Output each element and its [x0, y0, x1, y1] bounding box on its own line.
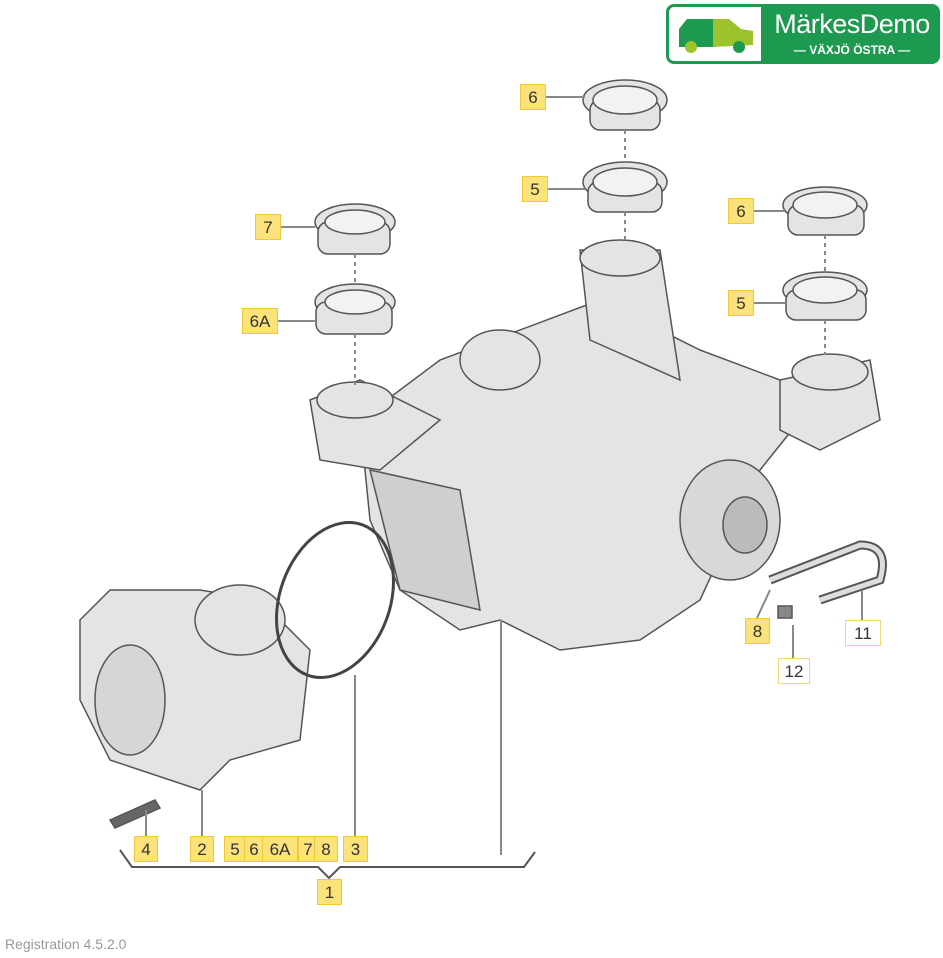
logo-subtitle: — VÄXJÖ ÖSTRA —: [793, 43, 911, 57]
callout-oring[interactable]: 3: [343, 836, 368, 862]
callout-right-bushing[interactable]: 5: [728, 290, 754, 316]
version-text: Registration 4.5.2.0: [5, 936, 127, 952]
callout-assembly[interactable]: 1: [317, 879, 342, 905]
callout-right-cap[interactable]: 6: [728, 198, 754, 224]
brand-logo[interactable]: MärkesDemo — VÄXJÖ ÖSTRA —: [666, 4, 940, 64]
callout-left-bushing[interactable]: 6A: [242, 308, 278, 334]
callout-group-6a[interactable]: 6A: [262, 836, 298, 862]
callout-group-8[interactable]: 8: [314, 836, 338, 862]
callout-clip: 12: [778, 658, 810, 684]
callout-group-6[interactable]: 6: [244, 836, 264, 862]
o-ring: [275, 521, 395, 679]
bolt: [108, 799, 162, 829]
callout-bolt[interactable]: 4: [134, 836, 158, 862]
callout-group-5[interactable]: 5: [224, 836, 246, 862]
housing-opening: [368, 469, 481, 612]
callout-breather[interactable]: 8: [745, 618, 770, 644]
callout-hose: 11: [845, 620, 881, 646]
callout-pump[interactable]: 2: [190, 836, 214, 862]
car-puzzle-icon: [669, 7, 761, 61]
callout-top-bushing[interactable]: 5: [522, 176, 548, 202]
callout-top-cap[interactable]: 6: [520, 84, 546, 110]
logo-title: MärkesDemo: [774, 9, 930, 39]
caps: [314, 79, 868, 335]
callout-left-cap[interactable]: 7: [255, 214, 281, 240]
